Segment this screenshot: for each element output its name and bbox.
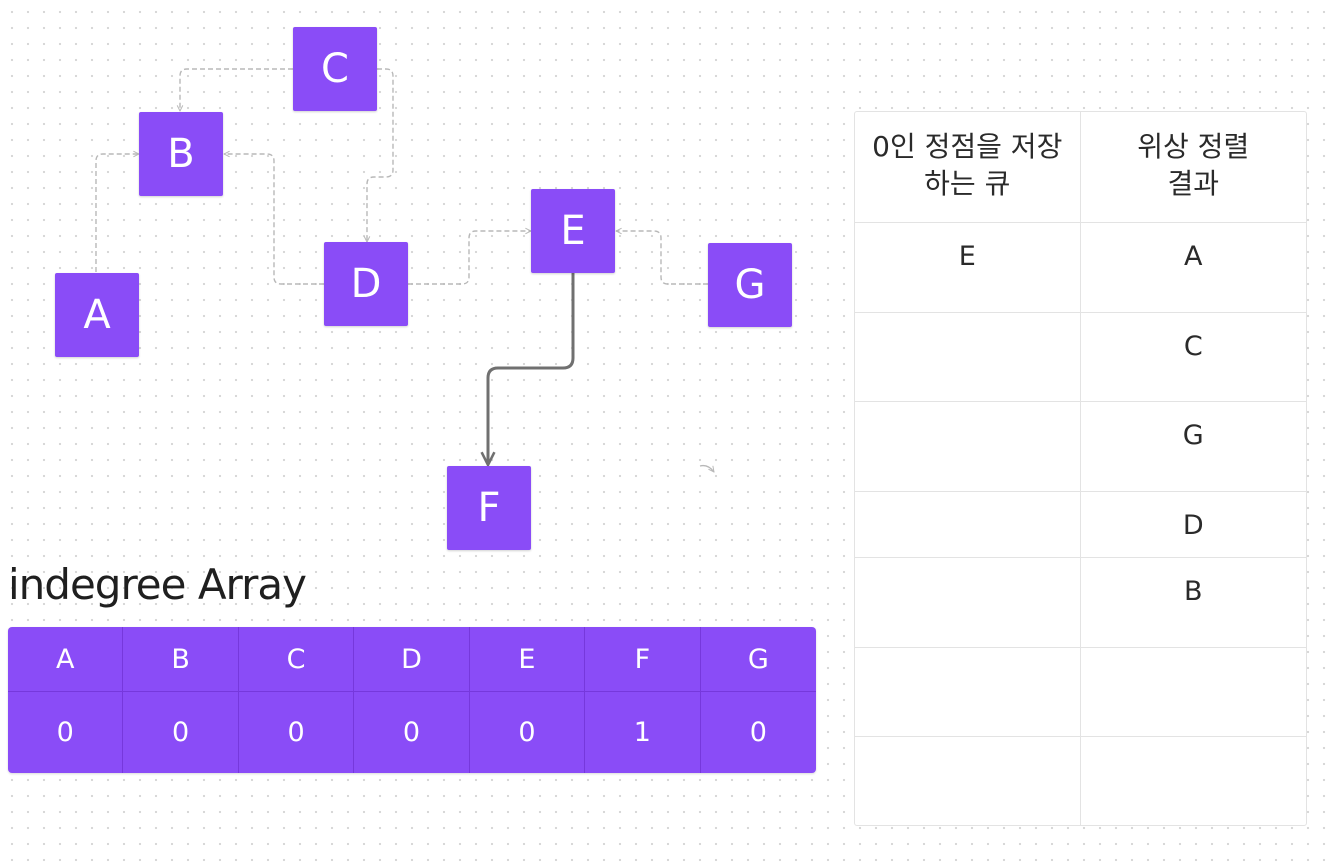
indegree-header-a: A bbox=[8, 627, 124, 692]
indegree-value-g: 0 bbox=[749, 717, 767, 748]
result-header-line-2: 결과 bbox=[1167, 167, 1220, 200]
indegree-header-b: B bbox=[123, 627, 239, 692]
result-cell[interactable]: C bbox=[1183, 331, 1203, 362]
edge-G-E bbox=[616, 231, 708, 285]
indegree-value-c: 0 bbox=[239, 692, 355, 773]
table-row bbox=[855, 737, 1306, 825]
queue-header-line-1: 0인 정점을 저장 bbox=[872, 130, 1063, 163]
node-b[interactable]: B bbox=[139, 112, 223, 196]
table-row: C bbox=[855, 313, 1306, 402]
result-cell[interactable] bbox=[1081, 648, 1307, 736]
indegree-header-g: G bbox=[700, 627, 816, 692]
stray-arrow bbox=[699, 464, 714, 472]
queue-result-table[interactable]: 0인 정점을 저장 하는 큐 위상 정렬 결과 E A C G D B bbox=[854, 111, 1307, 826]
result-cell[interactable]: A bbox=[1184, 241, 1203, 272]
indegree-value-e: 0 bbox=[470, 692, 586, 773]
table-row: G bbox=[855, 402, 1306, 492]
node-d[interactable]: D bbox=[324, 242, 408, 326]
table-row: B bbox=[855, 558, 1306, 648]
queue-cell[interactable] bbox=[855, 402, 1081, 491]
indegree-header-c: C bbox=[238, 627, 355, 692]
table-row bbox=[855, 648, 1306, 737]
result-cell[interactable]: B bbox=[1183, 576, 1203, 607]
result-header-line-1: 위상 정렬 bbox=[1137, 130, 1250, 163]
queue-header: 0인 정점을 저장 하는 큐 bbox=[855, 112, 1081, 222]
queue-cell[interactable]: E bbox=[855, 223, 1081, 312]
indegree-value-d: 0 bbox=[354, 692, 470, 773]
edge-A-B bbox=[95, 154, 139, 272]
indegree-value-f: 1 bbox=[585, 692, 701, 773]
indegree-header-f: F bbox=[585, 627, 701, 692]
queue-cell[interactable] bbox=[855, 492, 1081, 557]
queue-cell[interactable] bbox=[855, 737, 1081, 825]
node-a[interactable]: A bbox=[55, 273, 139, 357]
edge-C-B bbox=[180, 68, 293, 111]
queue-cell[interactable] bbox=[855, 648, 1081, 736]
indegree-value-a: 0 bbox=[8, 692, 124, 773]
node-c[interactable]: C bbox=[293, 27, 377, 111]
indegree-value-b: 0 bbox=[123, 692, 239, 773]
queue-cell[interactable] bbox=[855, 558, 1081, 647]
result-cell[interactable]: D bbox=[1182, 510, 1204, 541]
edge-D-B bbox=[224, 154, 324, 285]
result-header: 위상 정렬 결과 bbox=[1081, 112, 1307, 222]
queue-cell[interactable] bbox=[855, 313, 1081, 401]
indegree-title: indegree Array bbox=[8, 560, 307, 609]
result-cell[interactable] bbox=[1081, 737, 1307, 825]
indegree-header-e: E bbox=[469, 627, 586, 692]
indegree-table[interactable]: A B C D E F G 0 0 0 0 0 1 0 bbox=[8, 627, 816, 773]
indegree-header-d: D bbox=[354, 627, 470, 692]
node-e[interactable]: E bbox=[531, 189, 615, 273]
node-g[interactable]: G bbox=[708, 243, 792, 327]
edge-D-E bbox=[408, 231, 531, 285]
queue-table-header: 0인 정점을 저장 하는 큐 위상 정렬 결과 bbox=[855, 112, 1306, 223]
queue-header-line-2: 하는 큐 bbox=[924, 167, 1011, 200]
edge-E-F bbox=[488, 272, 575, 465]
node-f[interactable]: F bbox=[447, 466, 531, 550]
table-row: E A bbox=[855, 223, 1306, 313]
result-cell[interactable]: G bbox=[1182, 420, 1204, 451]
table-row: D bbox=[855, 492, 1306, 558]
